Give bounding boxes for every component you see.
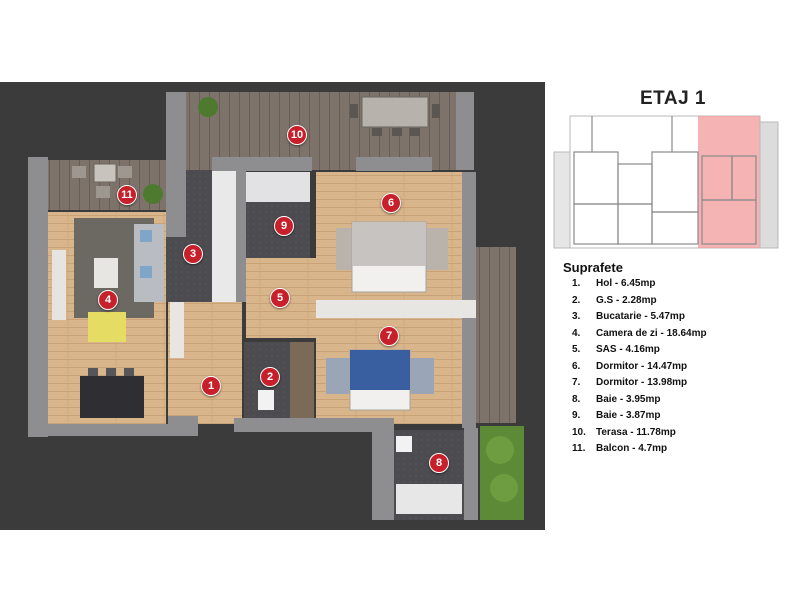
building-key-plan xyxy=(553,115,779,249)
wardrobe xyxy=(170,302,184,358)
area-item: 2.G.S - 2.28mp xyxy=(572,294,657,306)
room-marker-4: 4 xyxy=(98,290,118,310)
shoe-rack xyxy=(290,342,314,418)
wall xyxy=(462,172,476,302)
bathtub xyxy=(396,484,462,514)
floor-title: ETAJ 1 xyxy=(640,88,707,109)
wall xyxy=(456,92,474,170)
kitchen-counter xyxy=(212,170,236,302)
armchair xyxy=(88,312,126,342)
room-marker-7: 7 xyxy=(379,326,399,346)
plant-icon xyxy=(143,184,163,204)
area-item: 1.Hol - 6.45mp xyxy=(572,278,656,289)
area-item: 10.Terasa - 11.78mp xyxy=(572,426,676,438)
wall xyxy=(212,157,312,171)
wall xyxy=(372,418,394,520)
wall xyxy=(234,418,372,432)
areas-heading: Suprafete xyxy=(563,260,623,275)
dining-table xyxy=(80,368,144,418)
area-item: 6.Dormitor - 14.47mp xyxy=(572,360,688,372)
room-marker-9: 9 xyxy=(274,216,294,236)
terrace-table xyxy=(350,96,440,136)
toilet xyxy=(258,390,274,410)
plant-icon xyxy=(490,474,518,502)
highlighted-apartment xyxy=(698,116,760,248)
wall xyxy=(168,416,198,436)
wall xyxy=(464,428,478,520)
kitchen-floor xyxy=(186,170,212,302)
kitchen-floor xyxy=(166,237,186,302)
area-item: 9.Baie - 3.87mp xyxy=(572,410,661,421)
bedroom-wardrobe xyxy=(316,300,476,318)
area-item: 4.Camera de zi - 18.64mp xyxy=(572,327,707,339)
room-marker-8: 8 xyxy=(429,453,449,473)
room-marker-5: 5 xyxy=(270,288,290,308)
plant-icon xyxy=(486,436,514,464)
wall xyxy=(166,92,186,237)
area-item: 8.Baie - 3.95mp xyxy=(572,393,661,405)
wall xyxy=(236,157,246,302)
area-item: 7.Dormitor - 13.98mp xyxy=(572,377,688,388)
plant-icon xyxy=(198,97,218,117)
wall xyxy=(462,318,476,428)
balcony-side xyxy=(476,247,516,423)
room-marker-10: 10 xyxy=(287,125,307,145)
room-marker-11: 11 xyxy=(117,185,137,205)
room-marker-3: 3 xyxy=(183,244,203,264)
balcony-furniture xyxy=(72,163,132,198)
bathroom-9-fixtures xyxy=(246,172,310,202)
room-marker-1: 1 xyxy=(201,376,221,396)
room-marker-6: 6 xyxy=(381,193,401,213)
area-item: 11.Balcon - 4.7mp xyxy=(572,443,668,454)
wall xyxy=(48,424,168,436)
area-item: 3.Bucatarie - 5.47mp xyxy=(572,311,685,322)
room-marker-2: 2 xyxy=(260,367,280,387)
bed xyxy=(349,349,411,411)
wall xyxy=(28,157,48,437)
bed xyxy=(351,221,427,293)
wall xyxy=(356,157,432,171)
tv-stand xyxy=(52,250,66,320)
toilet xyxy=(396,436,412,452)
coffee-table xyxy=(94,258,118,288)
area-item: 5.SAS - 4.16mp xyxy=(572,344,660,355)
sofa xyxy=(134,224,164,302)
areas-list: 1.Hol - 6.45mp 2.G.S - 2.28mp 3.Bucatari… xyxy=(572,278,707,460)
